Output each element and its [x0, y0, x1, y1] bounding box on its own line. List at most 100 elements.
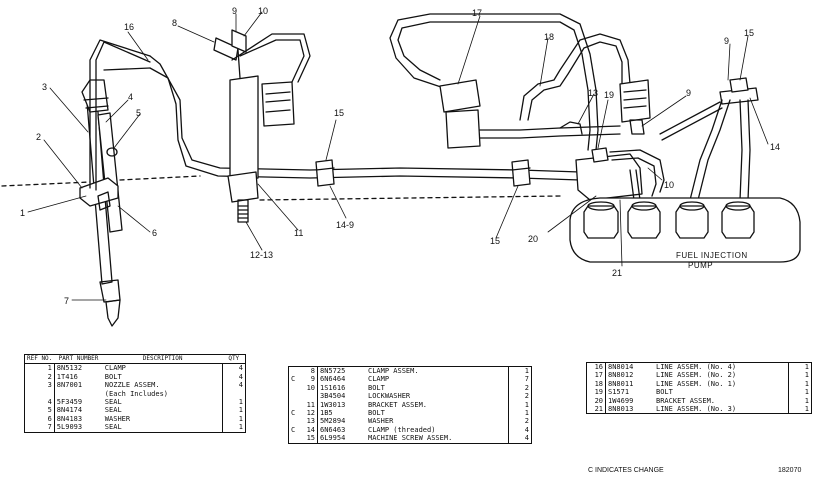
quantity: 1 [508, 400, 532, 410]
ref-number [24, 389, 55, 399]
quantity: 7 [508, 375, 532, 384]
part-description: WASHER [104, 414, 131, 423]
callout-20: 20 [528, 234, 538, 244]
ref-number: 14 [299, 425, 318, 435]
ref-number: 10 [299, 383, 318, 393]
part-description: SEAL [104, 398, 122, 407]
quantity: 4 [508, 434, 532, 444]
part-description: SEAL [104, 406, 122, 415]
callout-9-bracket: 9 [724, 36, 729, 46]
part-description: LINE ASSEM. (No. 1) [656, 379, 737, 388]
part-description: BRACKET ASSEM. [368, 400, 428, 409]
part-description: NOZZLE ASSEM. [104, 381, 160, 390]
part-number: S1571 [608, 388, 630, 397]
part-description: SEAL [104, 423, 122, 432]
part-number: 6N6464 [320, 375, 346, 384]
callout-14-9: 14-9 [336, 220, 354, 230]
callout-10-right: 10 [664, 180, 674, 190]
part-description: WASHER [368, 417, 394, 426]
part-number: 8N8014 [608, 363, 634, 371]
part-number: 5F3459 [56, 398, 83, 407]
part-number: 8N8011 [608, 379, 634, 388]
ref-number: 11 [299, 400, 318, 410]
part-description: CLAMP (threaded) [368, 425, 436, 434]
ref-number: 16 [586, 362, 606, 372]
part-description: CLAMP [368, 375, 390, 384]
callout-9-top: 9 [232, 6, 237, 16]
callout-1: 1 [20, 208, 25, 218]
change-marker [289, 367, 300, 376]
quantity: 1 [508, 409, 532, 418]
part-number: 6N6463 [320, 425, 346, 434]
part-number: 1B5 [320, 409, 333, 418]
callout-5: 5 [136, 108, 141, 118]
part-description: BOLT [368, 409, 385, 418]
change-marker [289, 401, 300, 409]
callout-19: 19 [604, 90, 614, 100]
part-number: 1T416 [56, 372, 78, 381]
quantity: 2 [508, 392, 532, 401]
quantity: 1 [222, 423, 246, 433]
part-number: 8N4174 [56, 406, 83, 415]
part-number [54, 390, 103, 398]
header-part-number: PART NUMBER [54, 354, 103, 365]
callout-12-13: 12-13 [250, 250, 273, 260]
quantity: 4 [222, 363, 246, 373]
ref-number: 13 [299, 417, 318, 426]
change-marker: C [291, 375, 296, 384]
callout-9-right: 9 [686, 88, 691, 98]
change-footnote: C INDICATES CHANGE [588, 467, 664, 474]
figure-number: 182070 [778, 467, 802, 474]
pump-label-line2: PUMP [688, 261, 713, 270]
change-marker [289, 434, 300, 443]
ref-number: 1 [24, 363, 55, 373]
ref-number: 9 [299, 375, 318, 384]
ref-number: 19 [586, 388, 606, 397]
ref-number: 12 [299, 409, 318, 418]
ref-number: 20 [586, 396, 606, 406]
part-description: LINE ASSEM. (No. 3) [656, 405, 737, 414]
ref-number: 15 [299, 434, 318, 444]
pump-label-line1: FUEL INJECTION [676, 251, 748, 260]
change-marker [289, 384, 300, 392]
quantity [222, 389, 246, 399]
part-description: BOLT [104, 372, 122, 381]
part-description: BOLT [368, 383, 385, 392]
part-number: 8N5725 [320, 367, 346, 375]
callout-14: 14 [770, 142, 780, 152]
quantity: 1 [222, 406, 246, 415]
part-description: (Each Includes) [104, 389, 169, 398]
ref-number: 2 [24, 372, 55, 382]
ref-number: 21 [586, 405, 606, 414]
part-description: LOCKWASHER [368, 392, 411, 401]
quantity: 4 [508, 425, 532, 435]
part-number: 3B4504 [320, 392, 346, 401]
part-number: 1S1616 [320, 383, 346, 392]
quantity: 2 [508, 383, 532, 393]
ref-number: 17 [586, 371, 606, 380]
callout-21: 21 [612, 268, 622, 278]
callout-7: 7 [64, 296, 69, 306]
quantity: 1 [222, 398, 246, 407]
fuel-injection-pump [569, 197, 801, 263]
quantity: 4 [222, 372, 246, 382]
